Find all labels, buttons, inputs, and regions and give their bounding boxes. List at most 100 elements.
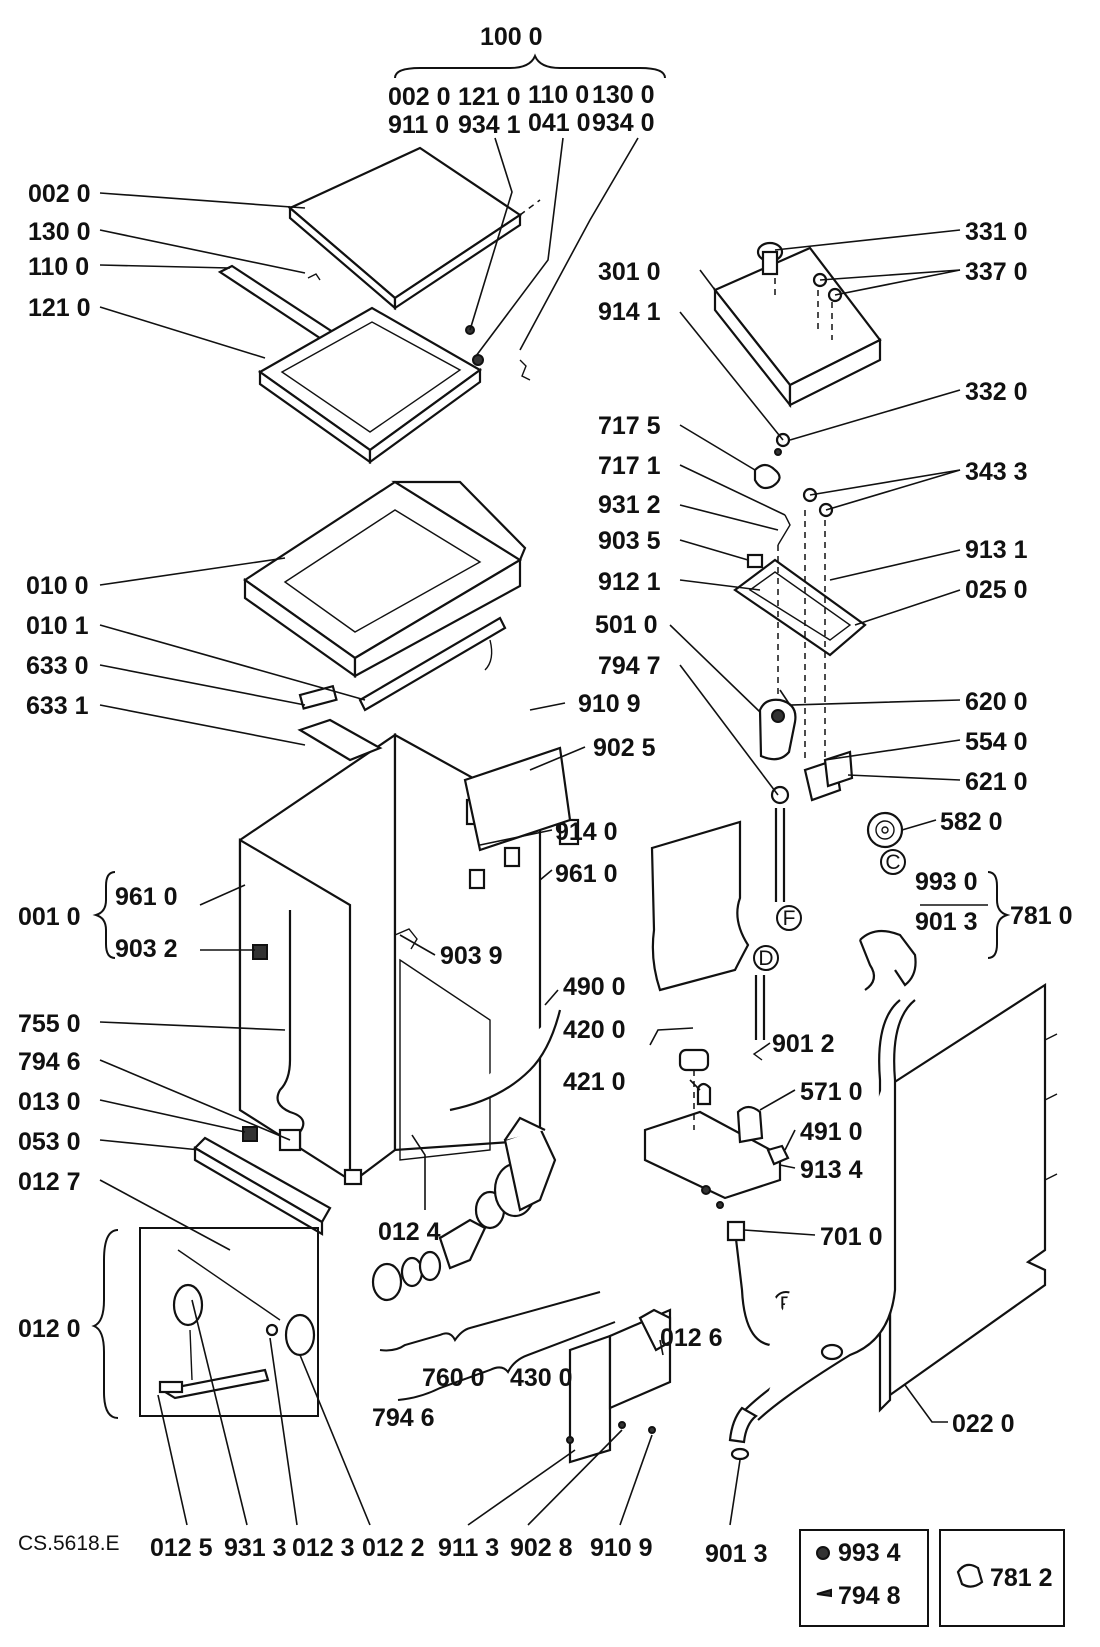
pressure-switch — [866, 811, 904, 849]
label-013-0: 013 0 — [18, 1088, 81, 1116]
control-panel-group: C F D F — [650, 241, 906, 1317]
label-717-1: 717 1 — [598, 452, 661, 480]
label-621-0: 621 0 — [965, 768, 1028, 796]
lid-panel — [287, 146, 522, 300]
label-554-0: 554 0 — [965, 728, 1028, 756]
label-910-9-upper: 910 9 — [578, 690, 641, 718]
label-501-0: 501 0 — [595, 611, 658, 639]
leader-lines — [99, 137, 961, 1526]
label-902-8: 902 8 — [510, 1534, 573, 1562]
marker-d-label: D — [758, 947, 773, 970]
label-331-0: 331 0 — [965, 218, 1028, 246]
cabinet — [238, 684, 580, 1183]
pump-assembly — [371, 1116, 616, 1401]
label-012-4: 012 4 — [378, 1218, 441, 1246]
label-025-0: 025 0 — [965, 576, 1028, 604]
label-002-0-header: 002 0 — [388, 83, 451, 111]
label-913-4: 913 4 — [800, 1156, 863, 1184]
label-010-1: 010 1 — [26, 612, 89, 640]
switch-bracket — [733, 558, 867, 657]
label-490-0: 490 0 — [563, 973, 626, 1001]
label-961-0-right: 961 0 — [555, 860, 618, 888]
label-110-0: 110 0 — [28, 253, 89, 281]
label-053-0: 053 0 — [18, 1128, 81, 1156]
label-934-1-header: 934 1 — [458, 111, 521, 139]
label-934-0-header: 934 0 — [592, 109, 655, 137]
label-993-4: 993 4 — [838, 1539, 901, 1567]
label-571-0: 571 0 — [800, 1078, 863, 1106]
label-337-0: 337 0 — [965, 258, 1028, 286]
label-760-0: 760 0 — [422, 1364, 485, 1392]
label-002-0: 002 0 — [28, 180, 91, 208]
base-bracket — [566, 1308, 672, 1464]
label-491-0: 491 0 — [800, 1118, 863, 1146]
label-781-2: 781 2 — [990, 1564, 1053, 1592]
label-931-2: 931 2 — [598, 491, 661, 519]
label-912-1: 912 1 — [598, 568, 661, 596]
rear-cover-panel — [650, 820, 750, 992]
part-labels: 100 0 002 0 121 0 110 0 130 0 911 0 934 … — [18, 23, 1073, 1610]
label-110-0-header: 110 0 — [528, 81, 589, 109]
label-910-9-lower: 910 9 — [590, 1534, 653, 1562]
label-001-0: 001 0 — [18, 903, 81, 931]
label-794-7: 794 7 — [598, 652, 661, 680]
drain-hose-internal — [276, 910, 305, 1150]
marker-f1 — [776, 905, 802, 931]
label-301-0: 301 0 — [598, 258, 661, 286]
label-041-0-header: 041 0 — [528, 109, 591, 137]
label-420-0: 420 0 — [563, 1016, 626, 1044]
front-lower-parts — [91, 1126, 363, 1419]
label-903-9: 903 9 — [440, 942, 503, 970]
door-lock-kit-box — [139, 1227, 319, 1417]
label-755-0: 755 0 — [18, 1010, 81, 1038]
drawing-code: CS.5618.E — [18, 1532, 120, 1555]
label-010-0: 010 0 — [26, 572, 89, 600]
label-914-0: 914 0 — [555, 818, 618, 846]
label-012-5: 012 5 — [150, 1534, 213, 1562]
label-012-7: 012 7 — [18, 1168, 81, 1196]
lid-assembly — [217, 53, 666, 465]
braces — [92, 871, 1011, 959]
label-903-2: 903 2 — [115, 935, 178, 963]
label-781-0: 781 0 — [1010, 902, 1073, 930]
label-012-2: 012 2 — [362, 1534, 425, 1562]
label-100-0: 100 0 — [480, 23, 543, 51]
label-902-5: 902 5 — [593, 734, 656, 762]
label-961-0-left: 961 0 — [115, 883, 178, 911]
label-794-8: 794 8 — [838, 1582, 901, 1610]
label-620-0: 620 0 — [965, 688, 1028, 716]
label-993-0: 993 0 — [915, 868, 978, 896]
label-931-3: 931 3 — [224, 1534, 287, 1562]
label-914-1: 914 1 — [598, 298, 661, 326]
timer-motor — [758, 698, 797, 761]
label-343-3: 343 3 — [965, 458, 1028, 486]
label-911-3: 911 3 — [438, 1534, 499, 1562]
label-911-0-header: 911 0 — [388, 111, 449, 139]
label-794-6-left: 794 6 — [18, 1048, 81, 1076]
label-901-3-upper: 901 3 — [915, 908, 978, 936]
label-130-0: 130 0 — [28, 218, 91, 246]
label-121-0-header: 121 0 — [458, 83, 521, 111]
label-901-3-lower: 901 3 — [705, 1540, 768, 1568]
label-901-2: 901 2 — [772, 1030, 835, 1058]
label-913-1: 913 1 — [965, 536, 1028, 564]
tub-top-frame — [243, 480, 527, 712]
label-012-3: 012 3 — [292, 1534, 355, 1562]
side-panel — [888, 982, 1047, 1398]
side-panel-and-drain-hose — [728, 929, 1058, 1461]
accessory-boxes — [799, 1529, 1065, 1627]
marker-f1-label: F — [783, 907, 796, 930]
valve-bracket — [643, 1048, 791, 1347]
label-701-0: 701 0 — [820, 1223, 883, 1251]
marker-c-label: C — [885, 851, 900, 874]
label-717-5: 717 5 — [598, 412, 661, 440]
label-012-0: 012 0 — [18, 1315, 81, 1343]
label-012-6: 012 6 — [660, 1324, 723, 1352]
label-022-0: 022 0 — [952, 1410, 1015, 1438]
label-421-0: 421 0 — [563, 1068, 626, 1096]
label-582-0: 582 0 — [940, 808, 1003, 836]
marker-c — [880, 849, 906, 875]
power-cord — [449, 1009, 562, 1112]
tub-base-rail — [358, 616, 507, 712]
